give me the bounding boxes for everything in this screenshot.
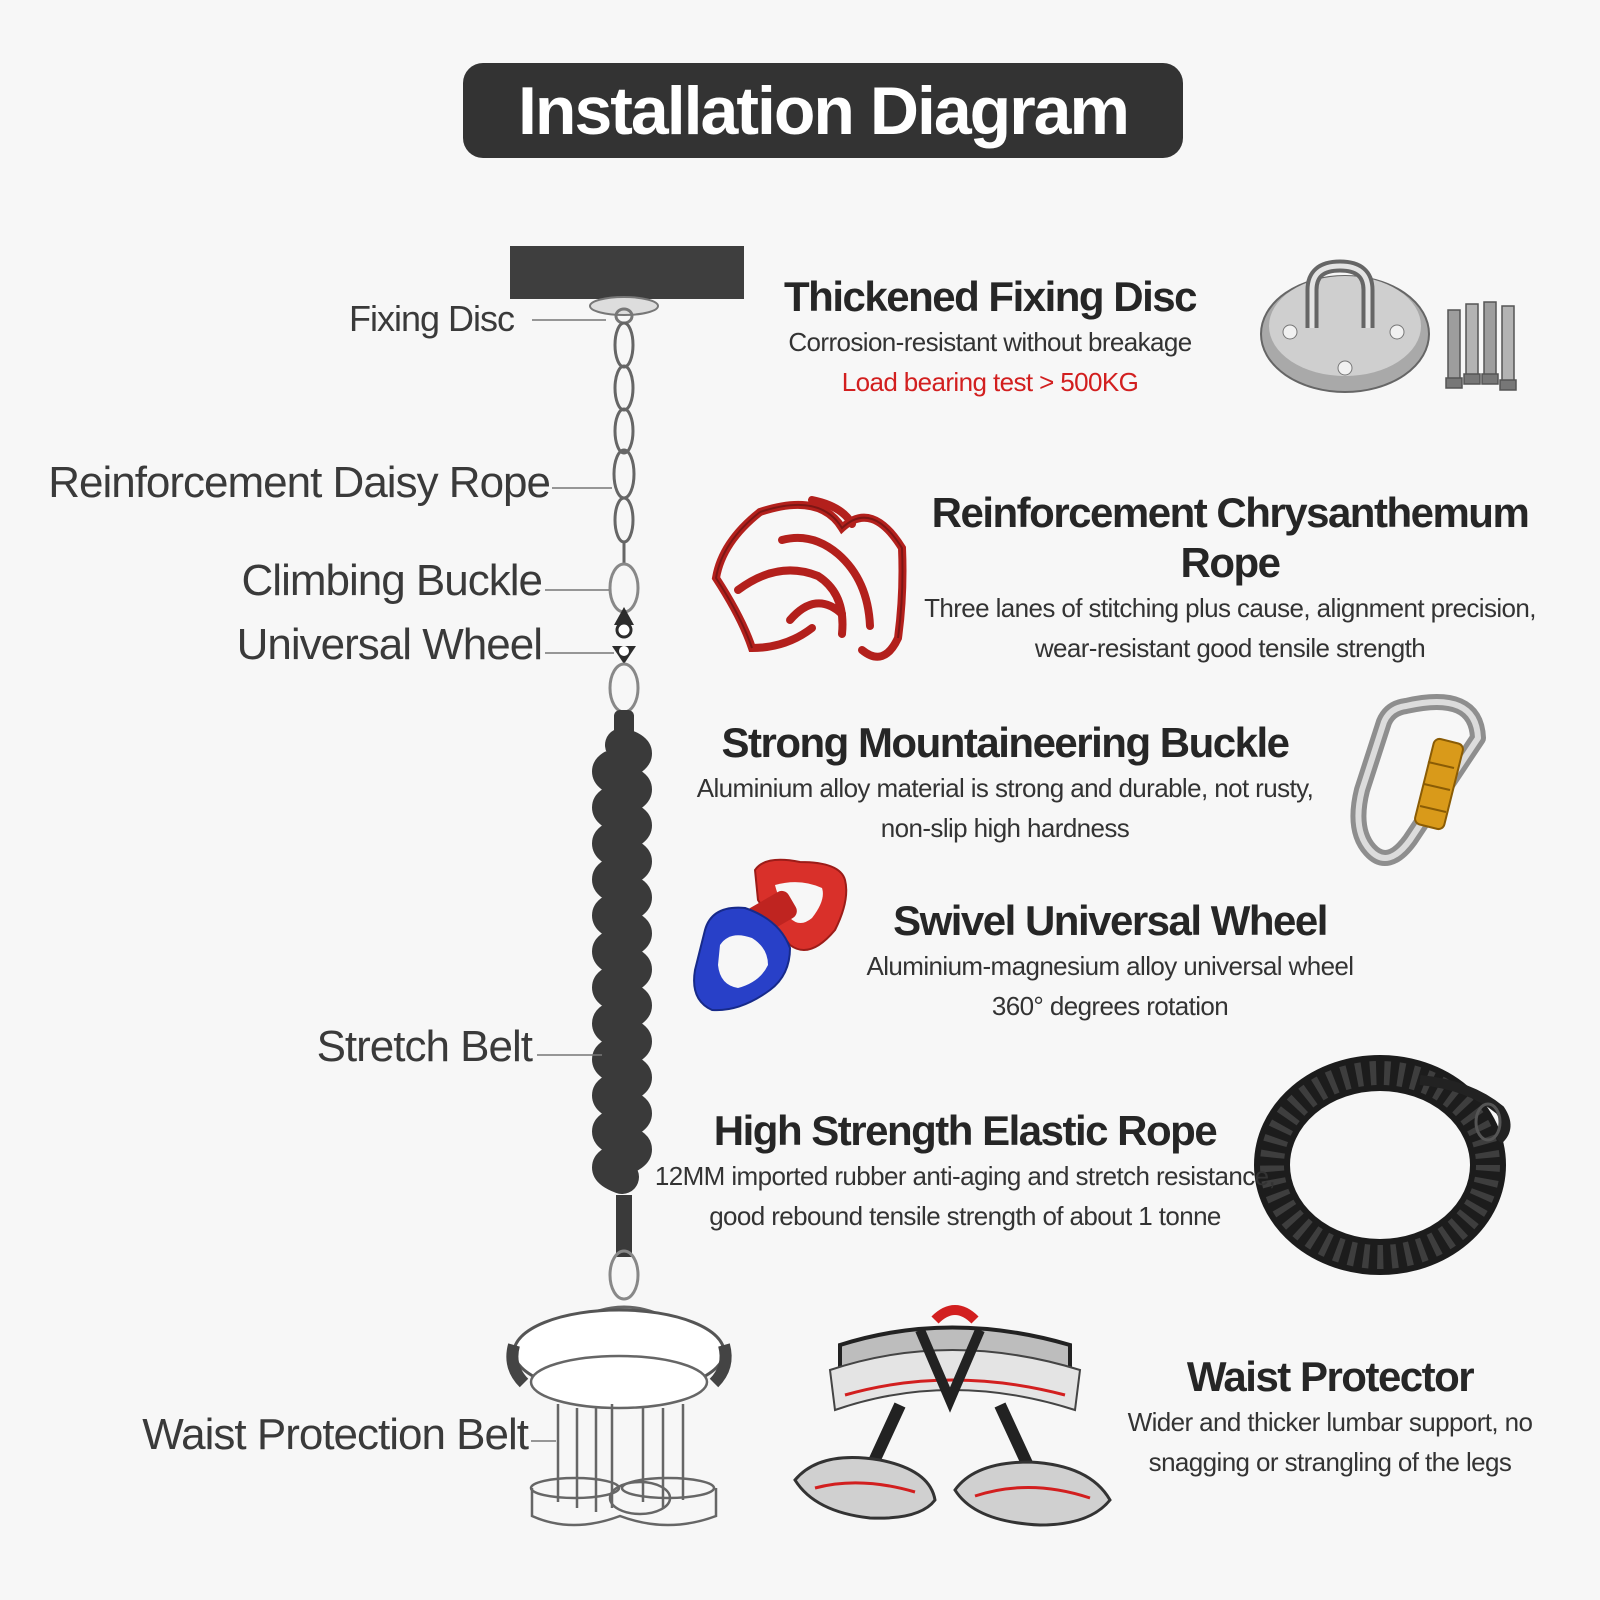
leader-lines: [531, 319, 614, 1442]
feature-daisy-rope-desc-2: wear-resistant good tensile strength: [1034, 633, 1426, 663]
fixing-disc-drawing: [589, 296, 659, 316]
label-waist-belt: Waist Protection Belt: [142, 1410, 529, 1459]
feature-daisy-rope-title-2: Rope: [1180, 539, 1282, 586]
feature-fixing-disc-load: Load bearing test > 500KG: [841, 367, 1139, 397]
climbing-buckle-drawing: [608, 562, 640, 614]
waist-belt-drawing: [506, 1305, 732, 1527]
label-stretch-belt: Stretch Belt: [316, 1022, 533, 1071]
page-title: Installation Diagram: [518, 72, 1130, 149]
waist-harness-product-icon: [793, 1305, 1112, 1527]
feature-daisy-rope-title-1: Reinforcement Chrysanthemum: [931, 489, 1530, 536]
feature-waist-protector-title: Waist Protector: [1186, 1353, 1475, 1400]
feature-buckle-desc-2: non-slip high hardness: [880, 813, 1130, 843]
elastic-rope-product-icon: [1254, 1055, 1511, 1275]
feature-daisy-rope: Reinforcement Chrysanthemum Rope Three l…: [910, 488, 1550, 668]
feature-daisy-rope-desc-1: Three lanes of stitching plus cause, ali…: [924, 593, 1536, 623]
feature-elastic-rope-desc-1: 12MM imported rubber anti-aging and stre…: [654, 1161, 1276, 1191]
feature-swivel: Swivel Universal Wheel Aluminium-magnesi…: [840, 896, 1380, 1026]
feature-elastic-rope: High Strength Elastic Rope 12MM imported…: [640, 1106, 1290, 1236]
feature-fixing-disc-title: Thickened Fixing Disc: [784, 273, 1197, 320]
feature-fixing-disc-desc: Corrosion-resistant without breakage: [788, 327, 1192, 357]
feature-swivel-title: Swivel Universal Wheel: [893, 897, 1328, 944]
universal-wheel-drawing: [612, 607, 636, 664]
fixing-disc-product-icon: [1260, 259, 1430, 393]
feature-swivel-desc-2: 360° degrees rotation: [991, 991, 1229, 1021]
feature-waist-protector-desc-1: Wider and thicker lumbar support, no: [1127, 1407, 1533, 1437]
label-climbing-buckle: Climbing Buckle: [241, 556, 543, 605]
daisy-rope-drawing: [612, 321, 636, 565]
title-banner: Installation Diagram: [463, 63, 1183, 158]
feature-buckle-title: Strong Mountaineering Buckle: [721, 719, 1290, 766]
bolts-product-icon: [1445, 301, 1517, 391]
carabiner-product-icon: [1350, 694, 1486, 866]
feature-elastic-rope-desc-2: good rebound tensile strength of about 1…: [709, 1201, 1221, 1231]
label-universal-wheel: Universal Wheel: [236, 620, 543, 669]
feature-elastic-rope-title: High Strength Elastic Rope: [713, 1107, 1218, 1154]
stretch-belt-drawing: [592, 710, 652, 1257]
feature-fixing-disc: Thickened Fixing Disc Corrosion-resistan…: [760, 272, 1220, 402]
feature-waist-protector-desc-2: snagging or strangling of the legs: [1148, 1447, 1512, 1477]
label-daisy-rope: Reinforcement Daisy Rope: [48, 458, 551, 507]
label-fixing-disc: Fixing Disc: [348, 298, 515, 339]
feature-buckle-desc-1: Aluminium alloy material is strong and d…: [696, 773, 1314, 803]
feature-swivel-desc-1: Aluminium-magnesium alloy universal whee…: [866, 951, 1355, 981]
ceiling-block: [510, 246, 744, 299]
swivel-product-icon: [693, 858, 848, 1012]
feature-buckle: Strong Mountaineering Buckle Aluminium a…: [680, 718, 1330, 848]
daisy-rope-product-icon: [711, 496, 907, 661]
feature-waist-protector: Waist Protector Wider and thicker lumbar…: [1100, 1352, 1560, 1482]
